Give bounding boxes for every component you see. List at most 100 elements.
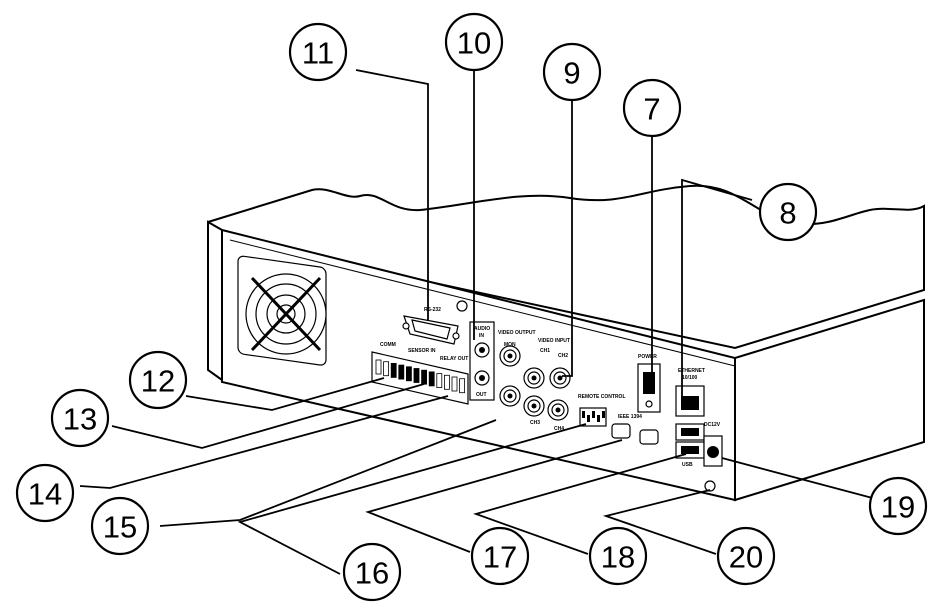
bnc-connector-pin xyxy=(557,375,563,381)
terminal-pin xyxy=(405,366,412,382)
dc-power-input: DC12V xyxy=(703,422,723,492)
callout-14: 14 xyxy=(15,463,75,523)
label-rs232: RS-232 xyxy=(424,307,441,313)
label-ch4: CH4 xyxy=(554,426,564,432)
label-audio-in: IN xyxy=(479,333,484,339)
callout-8: 8 xyxy=(758,182,818,242)
callout-number: 13 xyxy=(63,402,97,437)
rs232-screw xyxy=(452,332,460,340)
ieee1394-port xyxy=(611,423,631,439)
terminal-block: COMM SENSOR IN RELAY OUT xyxy=(371,342,469,405)
video-connectors: VIDEO OUTPUT MON VIDEO INPUT CH1 CH2 CH3… xyxy=(498,330,571,432)
leader-16 xyxy=(237,423,587,575)
terminal-pin xyxy=(428,371,435,387)
callout-circle xyxy=(342,542,402,602)
device-left-face xyxy=(207,220,223,382)
callout-number: 7 xyxy=(643,92,660,127)
callout-number: 20 xyxy=(729,540,763,575)
label-ch1: CH1 xyxy=(540,348,550,354)
callout-circle xyxy=(50,388,110,448)
callout-19: 19 xyxy=(868,476,928,536)
callout-circle xyxy=(868,476,928,536)
bnc-connector-pin xyxy=(531,403,537,409)
leader-17 xyxy=(365,439,623,553)
callout-number: 19 xyxy=(881,490,915,525)
dip-switch-key xyxy=(597,415,600,422)
dip-switch-key xyxy=(602,411,605,418)
label-video-output: VIDEO OUTPUT xyxy=(498,330,536,336)
dip-switch-key xyxy=(582,411,585,418)
bnc-connector-pin xyxy=(555,407,561,413)
callout-circle xyxy=(542,42,602,102)
callout-12: 12 xyxy=(128,350,188,410)
terminal-pin xyxy=(436,373,443,389)
callout-number: 9 xyxy=(563,56,580,91)
terminal-pin xyxy=(390,362,397,378)
rs232-connector: RS-232 xyxy=(402,300,468,345)
callout-10: 10 xyxy=(444,12,504,72)
leader-15 xyxy=(159,419,497,527)
label-dc12v: DC12V xyxy=(704,422,721,428)
terminal-pin xyxy=(451,376,458,392)
callout-number: 11 xyxy=(302,36,334,71)
label-usb: USB xyxy=(682,462,693,468)
callout-circle xyxy=(716,526,776,586)
callout-7: 7 xyxy=(622,78,682,138)
label-video-input: VIDEO INPUT xyxy=(538,338,570,344)
callout-circle xyxy=(758,182,818,242)
ground-screw-icon xyxy=(456,300,468,312)
ground-terminal-icon xyxy=(704,480,716,492)
callout-circle xyxy=(444,12,504,72)
callout-circle xyxy=(128,350,188,410)
leader-14 xyxy=(79,395,449,489)
callout-13: 13 xyxy=(50,388,110,448)
ethernet-port-socket xyxy=(681,396,699,410)
callout-number: 8 xyxy=(779,196,796,231)
callout-15: 15 xyxy=(90,496,150,556)
callout-circle xyxy=(588,526,648,586)
usb-port-socket xyxy=(681,446,699,454)
label-comm: COMM xyxy=(380,342,396,348)
label-mon: MON xyxy=(504,342,516,348)
callout-circle xyxy=(90,496,150,556)
ieee1394-ports: IEEE 1394 xyxy=(611,414,659,445)
callout-17: 17 xyxy=(470,526,530,586)
dip-switch-key xyxy=(587,415,590,422)
bnc-connector-pin xyxy=(507,353,513,359)
callout-number: 16 xyxy=(355,556,389,591)
bnc-connector-pin xyxy=(531,375,537,381)
terminal-pin xyxy=(375,359,382,375)
audio-out-jack-core xyxy=(479,375,485,381)
dc-jack xyxy=(707,446,719,458)
power-switch-dot xyxy=(645,400,653,408)
terminal-pin xyxy=(413,368,420,383)
device-right-face xyxy=(734,298,925,502)
callout-16: 16 xyxy=(342,542,402,602)
terminal-pin xyxy=(383,361,390,377)
leader-12 xyxy=(185,377,385,411)
leader-13 xyxy=(111,383,425,449)
callout-11: 11 xyxy=(288,22,348,82)
label-remote-control: REMOTE CONTROL xyxy=(578,394,626,400)
callout-number: 12 xyxy=(141,364,175,399)
callout-20: 20 xyxy=(716,526,776,586)
label-relay-out: RELAY OUT xyxy=(440,356,468,362)
label-ethernet: ETHERNET xyxy=(678,368,705,374)
fan-grill-line xyxy=(250,276,322,352)
label-power: POWER xyxy=(638,354,657,360)
label-ch3: CH3 xyxy=(530,420,540,426)
leader-11 xyxy=(355,69,429,320)
leader-20 xyxy=(602,489,717,555)
label-ieee1394: IEEE 1394 xyxy=(618,414,642,420)
leader-18 xyxy=(473,453,687,555)
terminal-pin xyxy=(443,374,450,390)
callout-9: 9 xyxy=(542,42,602,102)
leader-7 xyxy=(646,134,653,385)
dip-switch-key xyxy=(592,411,595,418)
rs232-screw xyxy=(402,322,410,330)
label-audio-out: OUT xyxy=(476,392,487,398)
callout-number: 10 xyxy=(457,26,491,61)
network-ports: ETHERNET 10/100 USB xyxy=(675,368,705,468)
